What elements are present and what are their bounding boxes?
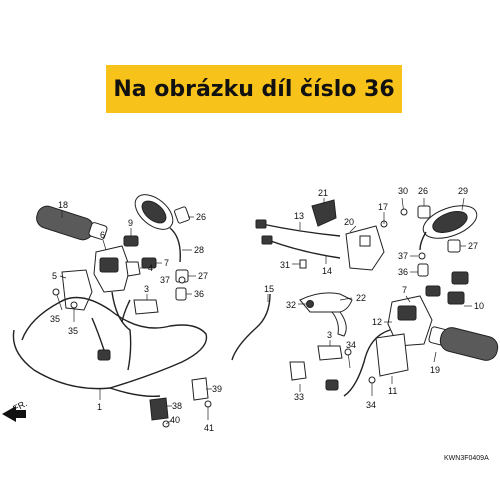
callout-28: 28 bbox=[194, 245, 204, 255]
callout-1: 1 bbox=[97, 402, 102, 412]
callout-14: 14 bbox=[322, 266, 332, 276]
reservoir-cap-21 bbox=[311, 199, 337, 227]
callout-36: 36 bbox=[194, 289, 204, 299]
callout-39: 39 bbox=[212, 384, 222, 394]
bracket-39 bbox=[191, 377, 209, 401]
callout-3: 3 bbox=[144, 284, 149, 294]
callout-36b: 36 bbox=[398, 267, 408, 277]
callout-7b: 7 bbox=[402, 285, 407, 295]
brake-switch-wires bbox=[255, 219, 341, 259]
callout-labels: 18 6 9 26 28 7 4 5 27 37 3 36 35 35 1 39… bbox=[11, 186, 489, 462]
callout-35: 35 bbox=[50, 314, 60, 324]
clamp-3-center bbox=[317, 345, 343, 361]
connector-10b bbox=[451, 271, 469, 285]
cable-15 bbox=[231, 293, 271, 361]
screw-32 bbox=[306, 300, 314, 308]
brake-lever-22 bbox=[299, 292, 353, 313]
callout-11: 11 bbox=[388, 386, 397, 396]
callout-26b: 26 bbox=[418, 186, 428, 196]
switch-cover-11 bbox=[375, 333, 409, 377]
callout-27b: 27 bbox=[468, 241, 478, 251]
callout-41: 41 bbox=[204, 423, 214, 433]
connector-9 bbox=[123, 235, 139, 247]
fr-direction-label: FR. bbox=[11, 398, 28, 414]
master-cylinder-20 bbox=[345, 225, 385, 271]
callout-5: 5 bbox=[52, 271, 57, 281]
callout-40: 40 bbox=[170, 415, 180, 425]
clip-33 bbox=[289, 361, 307, 381]
callout-38: 38 bbox=[172, 401, 182, 411]
callout-35b: 35 bbox=[68, 326, 78, 336]
left-mirror bbox=[134, 194, 181, 263]
nut-27-right bbox=[447, 239, 461, 253]
bolt-36-right bbox=[417, 263, 429, 277]
washer-37 bbox=[178, 276, 186, 284]
left-switch-housing bbox=[93, 245, 131, 293]
callout-15: 15 bbox=[264, 284, 274, 294]
callout-33: 33 bbox=[294, 392, 304, 402]
callout-9: 9 bbox=[128, 218, 133, 228]
callout-34: 34 bbox=[346, 340, 356, 350]
right-harness bbox=[343, 329, 391, 397]
throttle-cable-1 bbox=[12, 296, 208, 390]
bracket-4 bbox=[125, 261, 141, 277]
callout-27: 27 bbox=[198, 271, 208, 281]
callout-37b: 37 bbox=[398, 251, 408, 261]
callout-6: 6 bbox=[100, 230, 105, 240]
clamp-3 bbox=[133, 299, 159, 315]
callout-20: 20 bbox=[344, 217, 354, 227]
callout-26: 26 bbox=[196, 212, 206, 222]
nut-26 bbox=[174, 206, 190, 224]
callout-13: 13 bbox=[294, 211, 304, 221]
callout-12: 12 bbox=[372, 317, 382, 327]
callout-31: 31 bbox=[280, 260, 290, 270]
callout-32: 32 bbox=[286, 300, 296, 310]
callout-19: 19 bbox=[430, 365, 440, 375]
callout-10: 10 bbox=[474, 301, 484, 311]
right-grip bbox=[428, 326, 499, 361]
callout-17: 17 bbox=[378, 202, 388, 212]
banner-text: Na obrázku díl číslo 36 bbox=[113, 76, 395, 102]
nut-26-right bbox=[417, 205, 431, 219]
callout-18: 18 bbox=[58, 200, 68, 210]
washer-37-right bbox=[418, 252, 426, 260]
connector-10a bbox=[425, 285, 441, 297]
cover-5 bbox=[61, 269, 93, 311]
callout-29: 29 bbox=[458, 186, 468, 196]
callout-34b: 34 bbox=[366, 400, 376, 410]
diagram-code: KWN3F0409A bbox=[444, 455, 489, 462]
callout-21: 21 bbox=[318, 188, 328, 198]
callout-30: 30 bbox=[398, 186, 408, 196]
front-direction-arrow bbox=[2, 406, 26, 422]
left-harness bbox=[111, 291, 132, 371]
screws-34 bbox=[344, 348, 376, 396]
bracket-38 bbox=[149, 397, 169, 421]
callout-4: 4 bbox=[148, 263, 153, 273]
right-mirror bbox=[419, 205, 478, 251]
bolt-36-left bbox=[175, 287, 187, 301]
callout-37: 37 bbox=[160, 275, 170, 285]
callout-3b: 3 bbox=[327, 330, 332, 340]
callout-7: 7 bbox=[164, 258, 169, 268]
callout-22: 22 bbox=[356, 293, 366, 303]
part-number-banner: Na obrázku díl číslo 36 bbox=[106, 65, 402, 113]
left-grip bbox=[36, 205, 108, 241]
screws-35 bbox=[52, 288, 78, 322]
